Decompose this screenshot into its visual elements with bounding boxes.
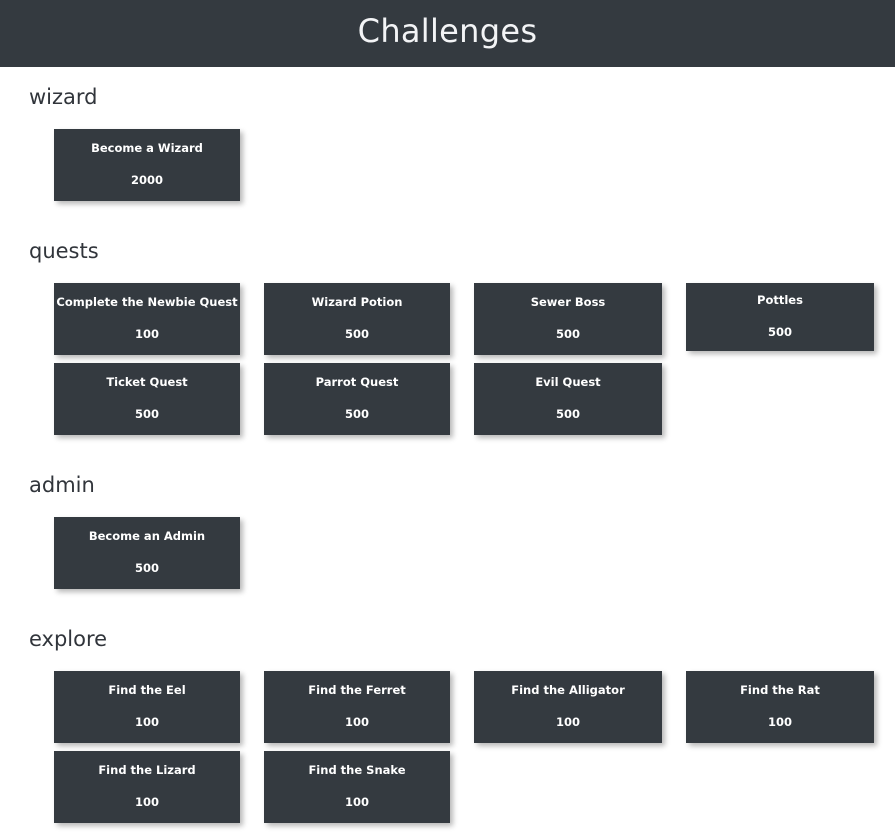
- challenge-title: Wizard Potion: [311, 295, 403, 310]
- section-wizard: wizard Become a Wizard 2000: [0, 67, 895, 201]
- challenge-card[interactable]: Complete the Newbie Quest 100: [54, 283, 240, 355]
- challenge-card[interactable]: Find the Snake 100: [264, 751, 450, 823]
- section-heading-explore: explore: [29, 627, 108, 651]
- card-grid-quests: Complete the Newbie Quest 100 Wizard Pot…: [0, 263, 895, 435]
- challenge-card[interactable]: Find the Alligator 100: [474, 671, 662, 743]
- challenge-title: Become a Wizard: [91, 141, 203, 156]
- challenge-title: Find the Eel: [108, 683, 186, 698]
- challenge-card[interactable]: Ticket Quest 500: [54, 363, 240, 435]
- challenge-title: Find the Snake: [308, 763, 406, 778]
- challenge-title: Sewer Boss: [530, 295, 606, 310]
- section-heading-admin: admin: [29, 473, 95, 497]
- challenge-title: Find the Lizard: [98, 763, 196, 778]
- challenge-card[interactable]: Become an Admin 500: [54, 517, 240, 589]
- card-grid-explore: Find the Eel 100 Find the Ferret 100 Fin…: [0, 651, 895, 823]
- challenge-title: Pottles: [757, 293, 803, 308]
- challenge-title: Ticket Quest: [106, 375, 188, 390]
- challenge-points: 500: [134, 407, 159, 421]
- challenge-points: 100: [344, 715, 369, 729]
- section-admin: admin Become an Admin 500: [0, 435, 895, 589]
- section-explore: explore Find the Eel 100 Find the Ferret…: [0, 589, 895, 823]
- challenge-points: 500: [134, 561, 159, 575]
- challenge-card[interactable]: Sewer Boss 500: [474, 283, 662, 355]
- card-grid-wizard: Become a Wizard 2000: [0, 109, 895, 201]
- challenge-title: Evil Quest: [535, 375, 601, 390]
- challenge-title: Become an Admin: [88, 529, 206, 544]
- challenge-points: 100: [344, 795, 369, 809]
- challenge-card[interactable]: Find the Ferret 100: [264, 671, 450, 743]
- challenge-card[interactable]: Pottles 500: [686, 283, 874, 351]
- challenge-card[interactable]: Become a Wizard 2000: [54, 129, 240, 201]
- challenge-points: 100: [134, 715, 159, 729]
- challenge-points: 100: [134, 327, 159, 341]
- challenge-points: 500: [555, 407, 580, 421]
- challenge-points: 500: [344, 327, 369, 341]
- challenge-title: Complete the Newbie Quest: [56, 295, 238, 310]
- challenge-card[interactable]: Find the Rat 100: [686, 671, 874, 743]
- challenge-points: 100: [555, 715, 580, 729]
- section-heading-wizard: wizard: [29, 85, 98, 109]
- challenge-points: 500: [767, 325, 792, 339]
- challenge-points: 100: [767, 715, 792, 729]
- section-heading-quests: quests: [29, 239, 99, 263]
- challenge-title: Find the Rat: [740, 683, 820, 698]
- challenge-points: 500: [555, 327, 580, 341]
- challenge-card[interactable]: Evil Quest 500: [474, 363, 662, 435]
- challenge-title: Parrot Quest: [315, 375, 399, 390]
- challenge-card[interactable]: Wizard Potion 500: [264, 283, 450, 355]
- section-quests: quests Complete the Newbie Quest 100 Wiz…: [0, 201, 895, 435]
- challenge-title: Find the Alligator: [511, 683, 625, 698]
- challenge-points: 500: [344, 407, 369, 421]
- page-title: Challenges: [357, 11, 538, 50]
- challenges-page: wizard Become a Wizard 2000 quests Compl…: [0, 67, 895, 823]
- challenge-points: 100: [134, 795, 159, 809]
- challenge-title: Find the Ferret: [308, 683, 406, 698]
- challenge-card[interactable]: Find the Lizard 100: [54, 751, 240, 823]
- card-grid-admin: Become an Admin 500: [0, 497, 895, 589]
- challenge-card[interactable]: Parrot Quest 500: [264, 363, 450, 435]
- challenge-card[interactable]: Find the Eel 100: [54, 671, 240, 743]
- challenge-points: 2000: [130, 173, 163, 187]
- app-header: Challenges: [0, 0, 895, 67]
